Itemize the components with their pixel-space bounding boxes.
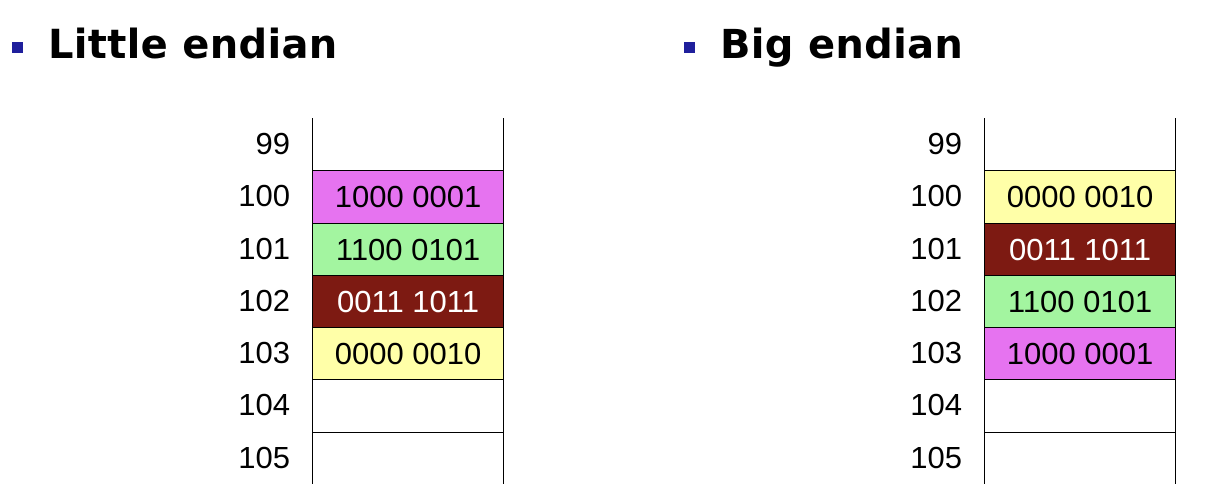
memory-cell-empty — [984, 379, 1176, 432]
memory-cell-byte: 0011 1011 — [984, 222, 1176, 275]
memory-cell-byte: 1000 0001 — [312, 170, 504, 223]
memory-address: 103 — [910, 335, 962, 371]
memory-address: 102 — [910, 282, 962, 318]
memory-address: 99 — [255, 126, 290, 161]
memory-address: 100 — [238, 178, 290, 214]
little-endian-title: Little endian — [48, 22, 338, 68]
square-bullet-icon — [12, 41, 23, 53]
memory-address: 104 — [238, 387, 290, 423]
memory-address: 105 — [238, 439, 290, 475]
memory-cell-byte: 0000 0010 — [312, 327, 504, 380]
memory-cell-byte: 0011 1011 — [312, 274, 504, 328]
big-endian-section: Big endian 99 100 0000 0010 101 0011 1011 102… — [672, 0, 1227, 502]
memory-address: 104 — [910, 387, 962, 423]
memory-address: 100 — [910, 178, 962, 214]
memory-address: 101 — [910, 230, 962, 266]
memory-address: 105 — [910, 439, 962, 475]
big-endian-heading: Big endian — [684, 22, 963, 68]
square-bullet-icon — [684, 41, 695, 53]
big-endian-title: Big endian — [720, 22, 964, 68]
memory-cell-empty — [312, 379, 504, 432]
memory-address: 102 — [238, 282, 290, 318]
memory-cell-byte: 1100 0101 — [312, 222, 504, 275]
memory-cell-byte: 0000 0010 — [984, 170, 1176, 223]
memory-address: 103 — [238, 335, 290, 371]
little-endian-heading: Little endian — [12, 22, 338, 68]
memory-cell-empty — [984, 431, 1176, 485]
memory-address: 99 — [927, 126, 962, 161]
memory-cell-empty — [312, 118, 504, 171]
memory-address: 101 — [238, 230, 290, 266]
little-endian-section: Little endian 99 100 1000 0001 101 1100 0101… — [0, 0, 600, 502]
memory-cell-empty — [984, 118, 1176, 171]
memory-cell-byte: 1000 0001 — [984, 327, 1176, 380]
memory-cell-byte: 1100 0101 — [984, 274, 1176, 328]
memory-cell-empty — [312, 431, 504, 485]
